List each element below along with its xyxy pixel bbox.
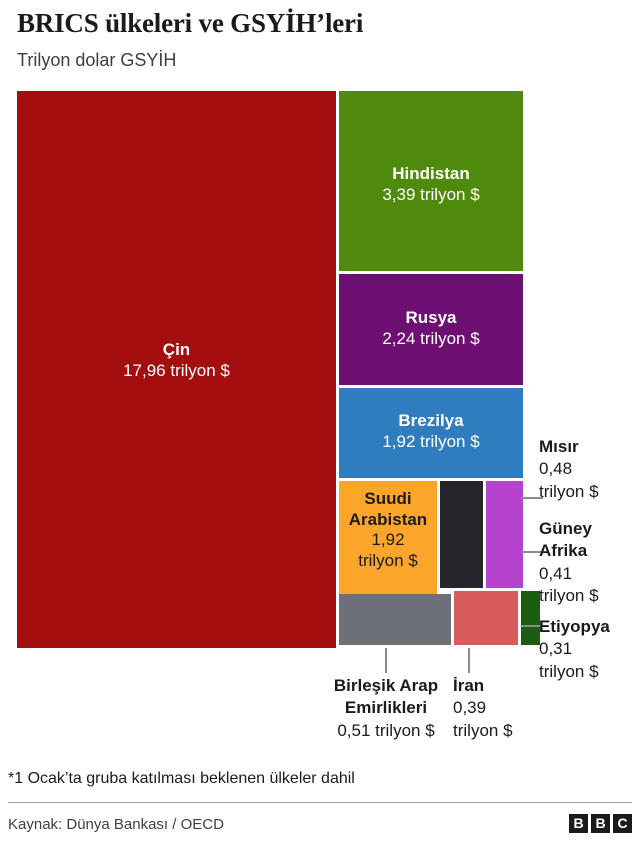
- callout-uae: Birleşik Arap Emirlikleri 0,51 trilyon $: [296, 675, 476, 742]
- treemap-cell-brazil[interactable]: Brezilya 1,92 trilyon $: [339, 388, 523, 478]
- callout-ethiopia-value: 0,31: [539, 639, 573, 659]
- chart-subtitle: Trilyon dolar GSYİH: [17, 50, 177, 70]
- bbc-logo-letter-2: B: [591, 814, 610, 833]
- callout-uae-label-2: Emirlikleri: [344, 698, 428, 718]
- page-title: BRICS ülkeleri ve GSYİH’leri: [17, 8, 364, 38]
- footer-divider: [8, 802, 632, 803]
- callout-uae-label: Birleşik Arap: [333, 676, 439, 695]
- callout-iran-value: 0,39: [453, 698, 487, 718]
- callout-south-africa-label: Güney: [539, 519, 592, 538]
- treemap-cell-china-value: 17,96 trilyon $: [123, 360, 230, 380]
- chart-footnote: *1 Ocak’ta gruba katılması beklenen ülke…: [8, 770, 355, 787]
- treemap-cell-india[interactable]: Hindistan 3,39 trilyon $: [339, 91, 523, 271]
- treemap-chart: Çin 17,96 trilyon $ Hindistan 3,39 trily…: [17, 91, 540, 648]
- treemap-cell-saudi-arabia-value: 1,92: [371, 530, 405, 550]
- callout-south-africa-label-2: Afrika: [539, 541, 588, 561]
- treemap-cell-south-africa[interactable]: [486, 481, 523, 588]
- treemap-cell-saudi-arabia[interactable]: Suudi Arabistan 1,92 trilyon $: [339, 481, 437, 594]
- callout-iran-value-unit: trilyon $: [453, 720, 513, 740]
- bbc-logo: B B C: [569, 814, 632, 833]
- leader-line-south-africa: [521, 551, 543, 553]
- callout-ethiopia-value-unit: trilyon $: [539, 661, 599, 681]
- treemap-cell-china[interactable]: Çin 17,96 trilyon $: [17, 91, 336, 648]
- treemap-cell-egypt[interactable]: [440, 481, 483, 588]
- leader-line-iran: [468, 648, 470, 673]
- leader-line-uae: [385, 648, 387, 673]
- callout-ethiopia-label: Etiyopya: [539, 617, 610, 636]
- treemap-cell-saudi-arabia-label-2: Arabistan: [348, 509, 428, 529]
- callout-south-africa-value: 0,41: [539, 563, 573, 583]
- treemap-cell-brazil-label: Brezilya: [398, 411, 464, 430]
- callout-south-africa: Güney Afrika 0,41 trilyon $: [539, 518, 599, 608]
- treemap-cell-brazil-value: 1,92 trilyon $: [382, 431, 480, 451]
- treemap-cell-saudi-arabia-label: Suudi: [364, 489, 412, 508]
- callout-egypt-label: Mısır: [539, 437, 579, 456]
- bbc-logo-letter-1: B: [569, 814, 588, 833]
- treemap-cell-saudi-arabia-value-unit: trilyon $: [358, 551, 418, 571]
- treemap-cell-russia-value: 2,24 trilyon $: [382, 328, 480, 348]
- callout-egypt-value: 0,48: [539, 459, 573, 479]
- callout-south-africa-value-unit: trilyon $: [539, 586, 599, 606]
- bbc-logo-letter-3: C: [613, 814, 632, 833]
- treemap-cell-india-value: 3,39 trilyon $: [382, 184, 480, 204]
- leader-line-ethiopia: [521, 625, 543, 627]
- callout-egypt-value-unit: trilyon $: [539, 481, 599, 501]
- treemap-cell-iran[interactable]: [454, 591, 518, 645]
- treemap-cell-uae[interactable]: [339, 594, 451, 645]
- treemap-cell-china-label: Çin: [162, 340, 191, 359]
- leader-line-egypt: [521, 497, 543, 499]
- callout-uae-value: 0,51 trilyon $: [337, 720, 435, 740]
- callout-ethiopia: Etiyopya 0,31 trilyon $: [539, 616, 610, 683]
- callout-egypt: Mısır 0,48 trilyon $: [539, 436, 599, 503]
- callout-iran: İran 0,39 trilyon $: [453, 675, 513, 742]
- treemap-cell-russia-label: Rusya: [405, 308, 457, 327]
- callout-iran-label: İran: [453, 676, 485, 695]
- treemap-cell-russia[interactable]: Rusya 2,24 trilyon $: [339, 274, 523, 385]
- treemap-cell-india-label: Hindistan: [392, 164, 470, 183]
- treemap-cell-ethiopia[interactable]: [521, 591, 540, 645]
- chart-source: Kaynak: Dünya Bankası / OECD: [8, 816, 224, 833]
